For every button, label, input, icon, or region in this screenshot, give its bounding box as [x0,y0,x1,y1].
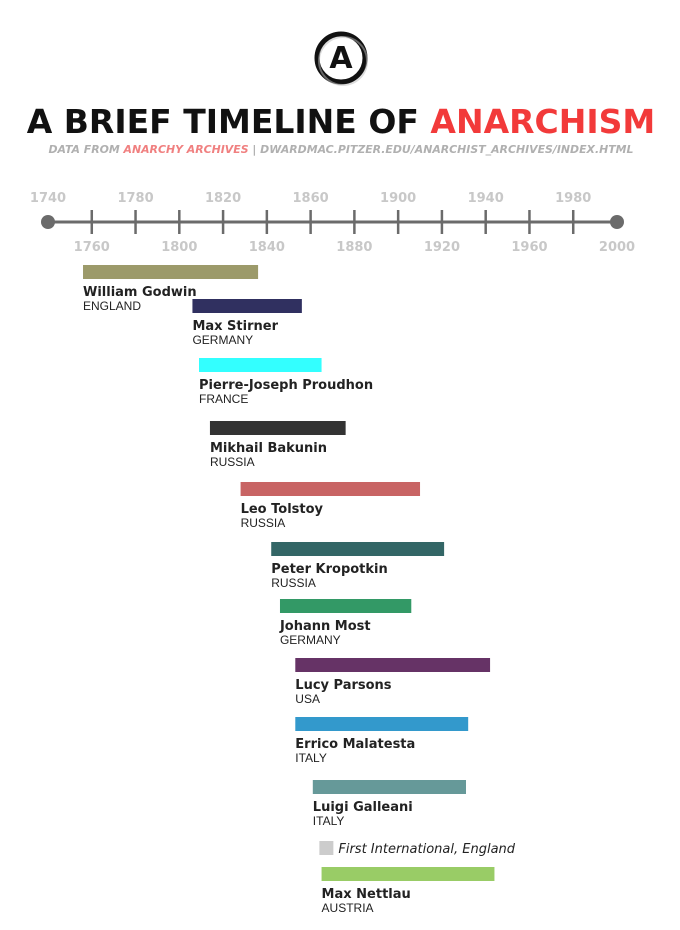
tick-label-top: 1780 [117,191,153,206]
tick-label-top: 1900 [380,191,416,206]
lifespan-bar [209,421,346,435]
circle-a-icon: A [314,31,368,86]
person-country: FRANCE [199,392,248,406]
tick-label-bottom: 1920 [424,240,460,255]
tick-label-top: 1940 [468,191,504,206]
person-country: ITALY [313,814,345,828]
lifespan-bar [271,542,445,556]
title-main: A BRIEF TIMELINE OF [27,102,431,141]
lifespan-bar [295,717,469,731]
person-country: RUSSIA [210,455,255,469]
lifespan-bar [192,299,302,313]
lifespan-bar [295,658,491,672]
axis-ticks: 1740 1780 1820 1860 1900 1940 1980 1760 1800 1840… [30,191,635,255]
axis-end-cap [610,215,624,229]
person-name: Luigi Galleani [313,800,413,815]
lifespan-bar [312,780,466,794]
person-country: RUSSIA [271,576,316,590]
person-name: Johann Most [279,619,371,634]
person-name: Max Stirner [192,319,278,334]
subtitle: DATA FROM ANARCHY ARCHIVES | DWARDMAC.PI… [49,143,634,156]
person-name: William Godwin [83,285,197,300]
tick-label-top: 1820 [205,191,241,206]
event-marker-label: First International, England [338,842,515,857]
person-name: Max Nettlau [322,887,411,902]
source-link[interactable]: ANARCHY ARCHIVES [123,143,249,156]
tick-label-top: 1860 [293,191,329,206]
person-name: Errico Malatesta [295,737,415,752]
person-name: Lucy Parsons [295,678,392,693]
tick-label-top: 1740 [30,191,66,206]
logo-letter: A [329,41,353,76]
tick-label-bottom: 1960 [511,240,547,255]
event-marker: First International, England [319,841,516,857]
person-country: ITALY [295,751,327,765]
title-accent: ANARCHISM [430,102,655,141]
lifespan-bar [279,599,412,613]
person-country: RUSSIA [241,516,286,530]
person-country: AUSTRIA [322,901,374,915]
tick-label-bottom: 1760 [74,240,110,255]
person-name: Pierre-Joseph Proudhon [199,378,373,393]
person-name: Peter Kropotkin [271,562,388,577]
lifespan-bar [199,358,322,372]
tick-label-top: 1980 [555,191,591,206]
tick-label-bottom: 1800 [161,240,197,255]
person-name: Leo Tolstoy [241,502,324,517]
timeline-axis [41,215,624,229]
tick-label-bottom: 1840 [249,240,285,255]
event-marker-swatch [319,841,334,855]
person-name: Mikhail Bakunin [210,441,327,456]
axis-start-cap [41,215,55,229]
source-url[interactable]: | DWARDMAC.PITZER.EDU/ANARCHIST_ARCHIVES… [249,143,634,156]
tick-label-bottom: 2000 [599,240,635,255]
lifespan-bar [83,265,259,279]
subtitle-prefix: DATA FROM [49,143,124,156]
lifespan-bar [321,867,495,881]
page-title: A BRIEF TIMELINE OF ANARCHISM [27,102,656,141]
person-country: ENGLAND [83,299,141,313]
person-country: GERMANY [280,633,341,647]
lifespan-bar [240,482,421,496]
person-country: USA [295,692,320,706]
person-country: GERMANY [192,333,253,347]
tick-label-bottom: 1880 [336,240,372,255]
